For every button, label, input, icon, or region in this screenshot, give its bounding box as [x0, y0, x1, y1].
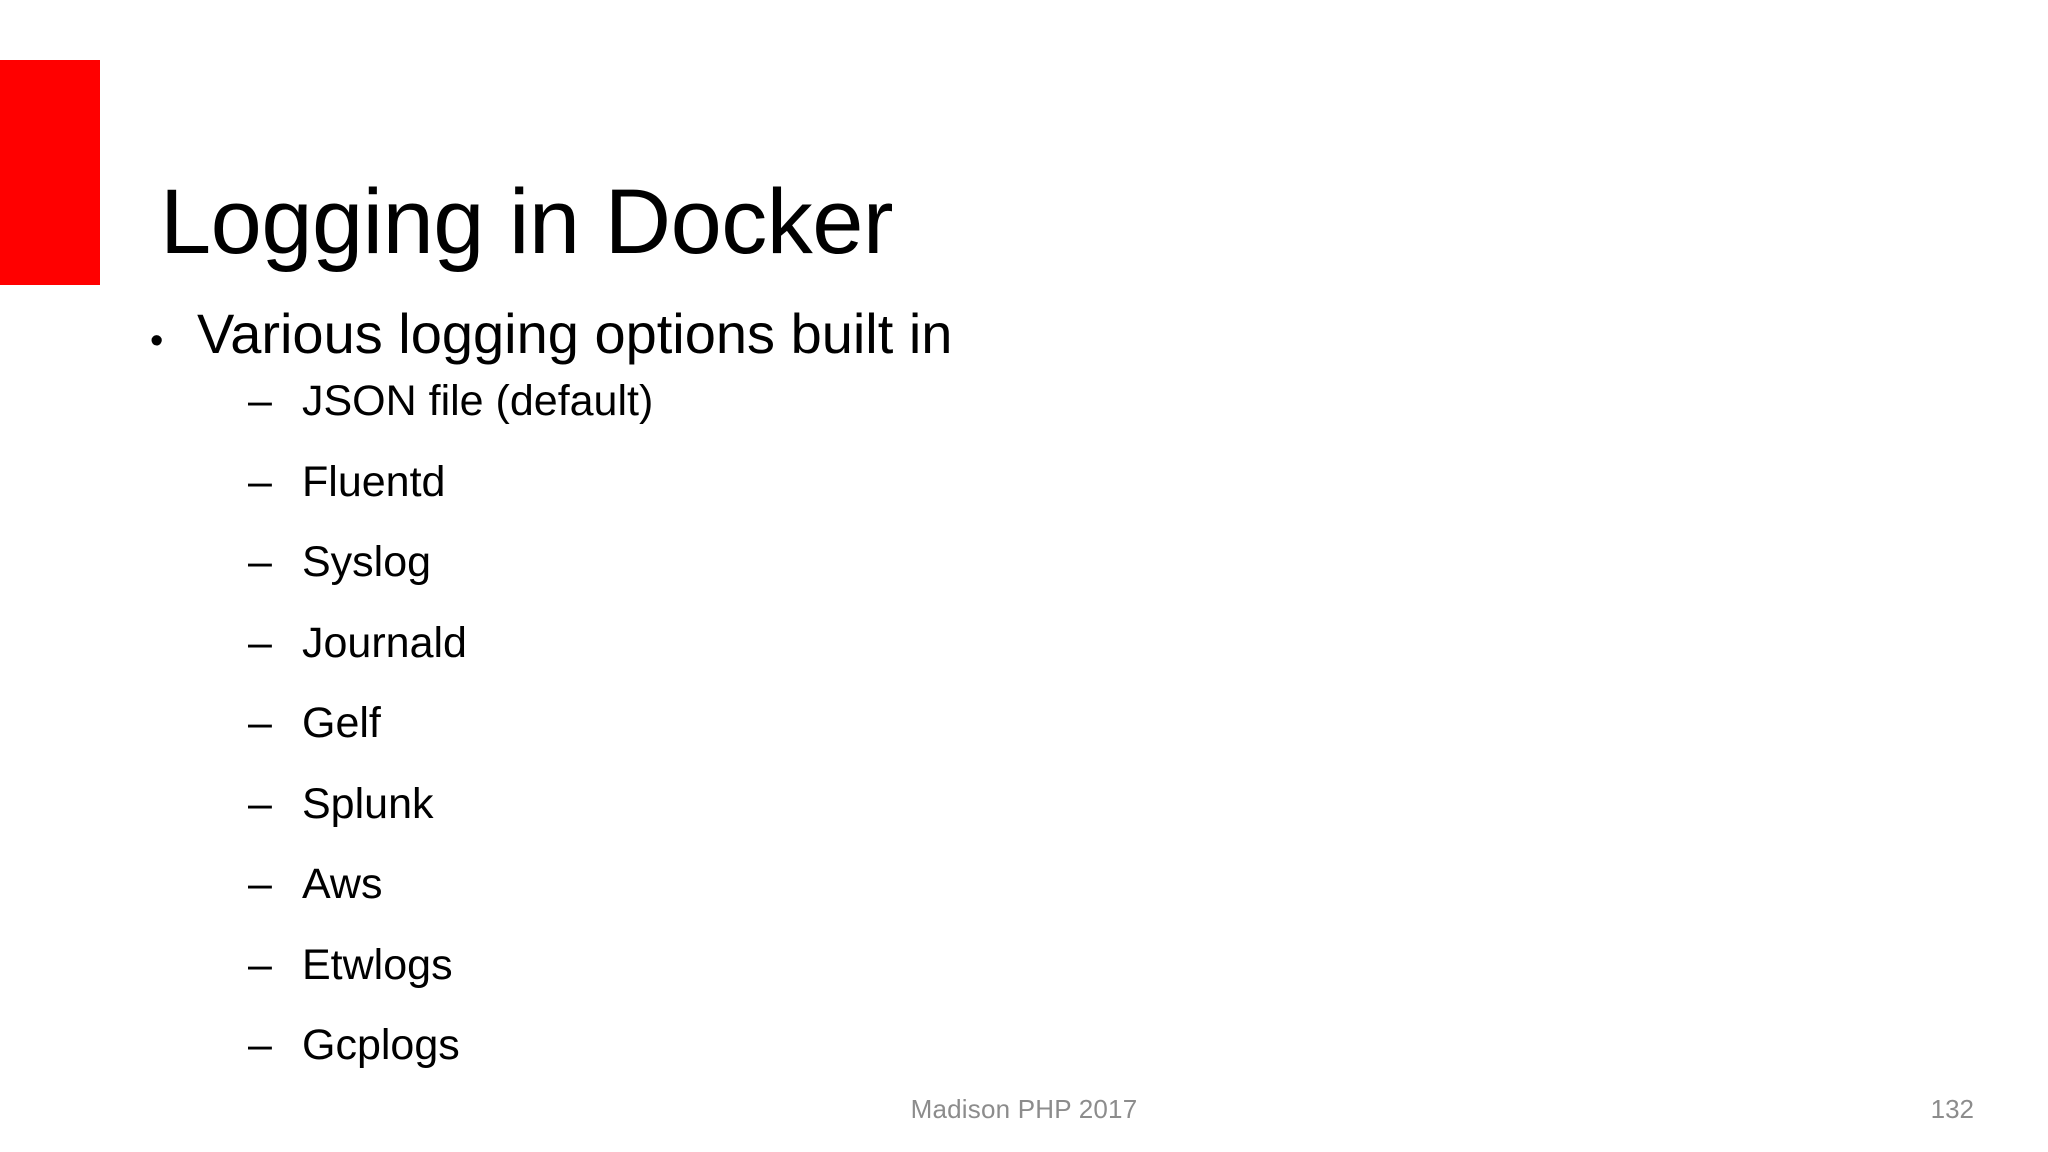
- list-item-label: JSON file (default): [302, 377, 654, 425]
- list-item-label: Splunk: [302, 779, 434, 828]
- slide-body: • Various logging options built in – JSO…: [150, 306, 1950, 1105]
- list-item: – Syslog: [150, 541, 1950, 622]
- list-item: – Journald: [150, 618, 1950, 703]
- list-item: – JSON file (default): [150, 380, 1950, 461]
- bullet-item-level1: • Various logging options built in: [150, 306, 1950, 362]
- list-item: – Splunk: [150, 779, 1950, 864]
- list-item-label: Gcplogs: [302, 1021, 460, 1069]
- bullet-item-level1-label: Various logging options built in: [197, 302, 953, 365]
- dash-icon: –: [248, 457, 272, 506]
- list-item-label: Journald: [302, 618, 467, 667]
- list-item-label: Gelf: [302, 699, 381, 747]
- dash-icon: –: [248, 940, 272, 989]
- red-accent-block: [0, 60, 100, 285]
- logging-driver-list: – JSON file (default) – Fluentd – Syslog…: [150, 380, 1950, 1105]
- list-item-label: Fluentd: [302, 457, 446, 506]
- dash-icon: –: [248, 699, 272, 747]
- dash-icon: –: [248, 779, 272, 828]
- dash-icon: –: [248, 377, 272, 425]
- bullet-dot-icon: •: [150, 320, 164, 362]
- dash-icon: –: [248, 1021, 272, 1069]
- list-item: – Gcplogs: [150, 1024, 1950, 1105]
- footer-conference-name: Madison PHP 2017: [910, 1094, 1138, 1124]
- dash-icon: –: [248, 538, 272, 586]
- list-item: – Etwlogs: [150, 940, 1950, 1025]
- list-item: – Fluentd: [150, 457, 1950, 542]
- dash-icon: –: [248, 618, 272, 667]
- slide-page-number: 132: [1930, 1094, 1974, 1124]
- list-item-label: Etwlogs: [302, 940, 453, 989]
- dash-icon: –: [248, 860, 272, 908]
- list-item: – Gelf: [150, 702, 1950, 783]
- list-item-label: Syslog: [302, 538, 432, 586]
- page-title: Logging in Docker: [160, 170, 894, 273]
- list-item-label: Aws: [302, 860, 383, 908]
- list-item: – Aws: [150, 863, 1950, 944]
